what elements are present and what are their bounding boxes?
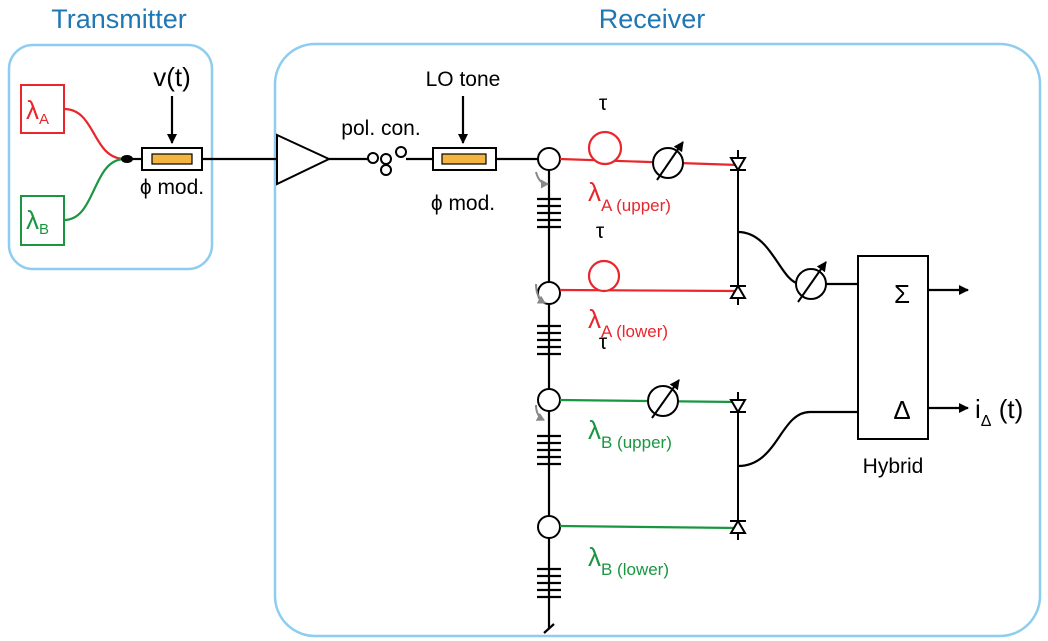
source-a-fiber xyxy=(63,107,125,161)
phase-shifter-b xyxy=(647,379,680,419)
hybrid-label: Hybrid xyxy=(863,455,924,478)
source-a-label: λA xyxy=(26,95,49,128)
branch-b-upper-label: λB (upper) xyxy=(588,415,672,452)
source-b-fiber xyxy=(63,157,125,222)
rx-modulator-label: ϕ mod. xyxy=(431,192,495,215)
circulator-arrows xyxy=(535,171,549,421)
receiver-title: Receiver xyxy=(599,4,706,34)
branch-a-upper-label: λA (upper) xyxy=(588,177,671,215)
fiber-gratings xyxy=(537,197,561,599)
transmitter-title: Transmitter xyxy=(51,4,187,34)
circulator-1 xyxy=(537,147,561,171)
branch-b-lower-label: λB (lower) xyxy=(588,542,669,579)
delay-2-label: τ xyxy=(596,220,605,243)
receiver-box xyxy=(273,42,1042,638)
rx-phase-modulator xyxy=(432,147,497,171)
source-b-label: λB xyxy=(26,205,49,238)
polarization-controller xyxy=(367,146,407,176)
delay-loop-2 xyxy=(587,259,621,293)
transmitter-box xyxy=(7,43,214,271)
circulator-chain xyxy=(537,147,561,634)
hybrid-box xyxy=(857,255,929,440)
branch-a-lower-fiber xyxy=(559,288,739,293)
delay-loop-1 xyxy=(587,130,623,166)
branch-b-lower-fiber xyxy=(559,524,739,530)
branch-a-upper-fiber xyxy=(559,157,739,167)
diode-b-output xyxy=(737,410,858,468)
delay-1-label: τ xyxy=(599,92,608,115)
tx-drive-label: v(t) xyxy=(153,62,191,92)
hybrid-sum-label: Σ xyxy=(894,279,910,309)
delay-3-label: τ xyxy=(599,331,608,354)
phase-shifter-a xyxy=(652,141,684,181)
amplifier xyxy=(276,133,332,186)
phase-shifter-hybrid xyxy=(795,261,827,303)
circulator-3 xyxy=(537,388,561,412)
circulator-4 xyxy=(537,515,561,539)
lo-tone-label: LO tone xyxy=(426,68,501,91)
combiner-dot xyxy=(121,155,133,163)
tx-phase-modulator xyxy=(141,147,203,171)
tx-modulator-label: ϕ mod. xyxy=(140,176,204,199)
hybrid-diff-label: Δ xyxy=(893,395,910,425)
output-signal-label: iΔ (t) xyxy=(975,394,1023,430)
photodiode-pair-a xyxy=(729,150,747,305)
pol-controller-label: pol. con. xyxy=(341,117,420,140)
branch-a-lower-label: λA (lower) xyxy=(588,304,668,341)
diode-a-output xyxy=(737,230,801,286)
